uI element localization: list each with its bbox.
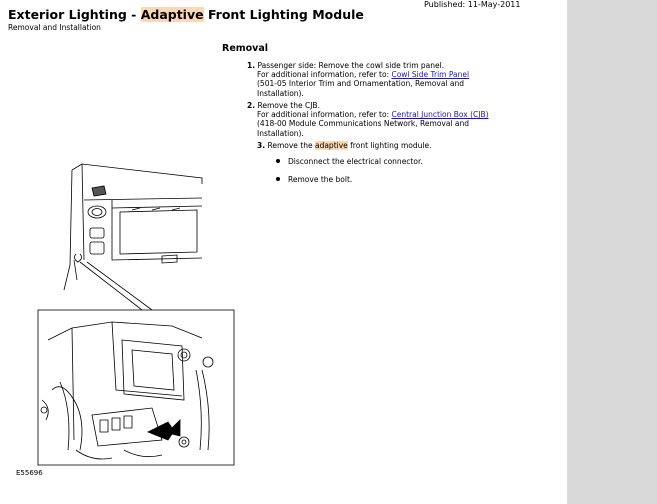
title-prefix: Exterior Lighting -: [8, 7, 141, 22]
reference-line: (418-00 Module Communications Network, R…: [257, 119, 470, 129]
title-highlight: Adaptive: [140, 7, 204, 22]
link-cowl-side-trim-panel[interactable]: Cowl Side Trim Panel: [391, 70, 470, 80]
right-sidebar: [567, 0, 657, 504]
dashboard-drawing: [63, 163, 203, 311]
step-text-suffix: front lighting module.: [347, 141, 432, 150]
reference-prefix: For additional information, refer to:: [257, 70, 392, 80]
step-text-highlight: adaptive: [314, 141, 348, 150]
step-2: 2. Remove the CJB. For additional inform…: [247, 101, 489, 138]
bullet-text: Disconnect the electrical connector.: [288, 157, 423, 166]
page-title: Exterior Lighting - Adaptive Front Light…: [8, 7, 364, 23]
bullet-text: Remove the bolt.: [288, 175, 353, 184]
step-1: 1. Passenger side: Remove the cowl side …: [247, 61, 469, 98]
step-number: 3.: [257, 141, 266, 150]
bullet-icon: [276, 159, 280, 163]
link-central-junction-box[interactable]: Central Junction Box (CJB): [391, 110, 489, 120]
published-date: Published: 11-May-2011: [424, 0, 521, 9]
reference-line: Installation).: [257, 128, 304, 138]
reference-prefix: For additional information, refer to:: [257, 110, 392, 120]
step-number: 2.: [247, 101, 256, 110]
reference-line: Installation).: [257, 88, 304, 98]
step-text: Passenger side: Remove the cowl side tri…: [255, 61, 445, 70]
reference-line: (501-05 Interior Trim and Ornamentation,…: [257, 79, 464, 89]
bullet-item: Remove the bolt.: [276, 175, 352, 184]
bullet-icon: [276, 177, 280, 181]
inset-frame: [37, 309, 235, 466]
inset-detail-drawing: [40, 321, 214, 460]
step-number: 1.: [247, 61, 256, 70]
section-heading: Removal: [222, 43, 269, 54]
step-3: 3. Remove the adaptive front lighting mo…: [257, 141, 432, 150]
bullet-item: Disconnect the electrical connector.: [276, 157, 423, 166]
technical-illustration: [37, 163, 235, 466]
step-text-prefix: Remove the: [265, 141, 315, 150]
title-suffix: Front Lighting Module: [203, 7, 364, 22]
page-subtitle: Removal and Installation: [8, 23, 101, 32]
figure-label: E55696: [16, 469, 43, 477]
step-text: Remove the CJB.: [255, 101, 320, 110]
